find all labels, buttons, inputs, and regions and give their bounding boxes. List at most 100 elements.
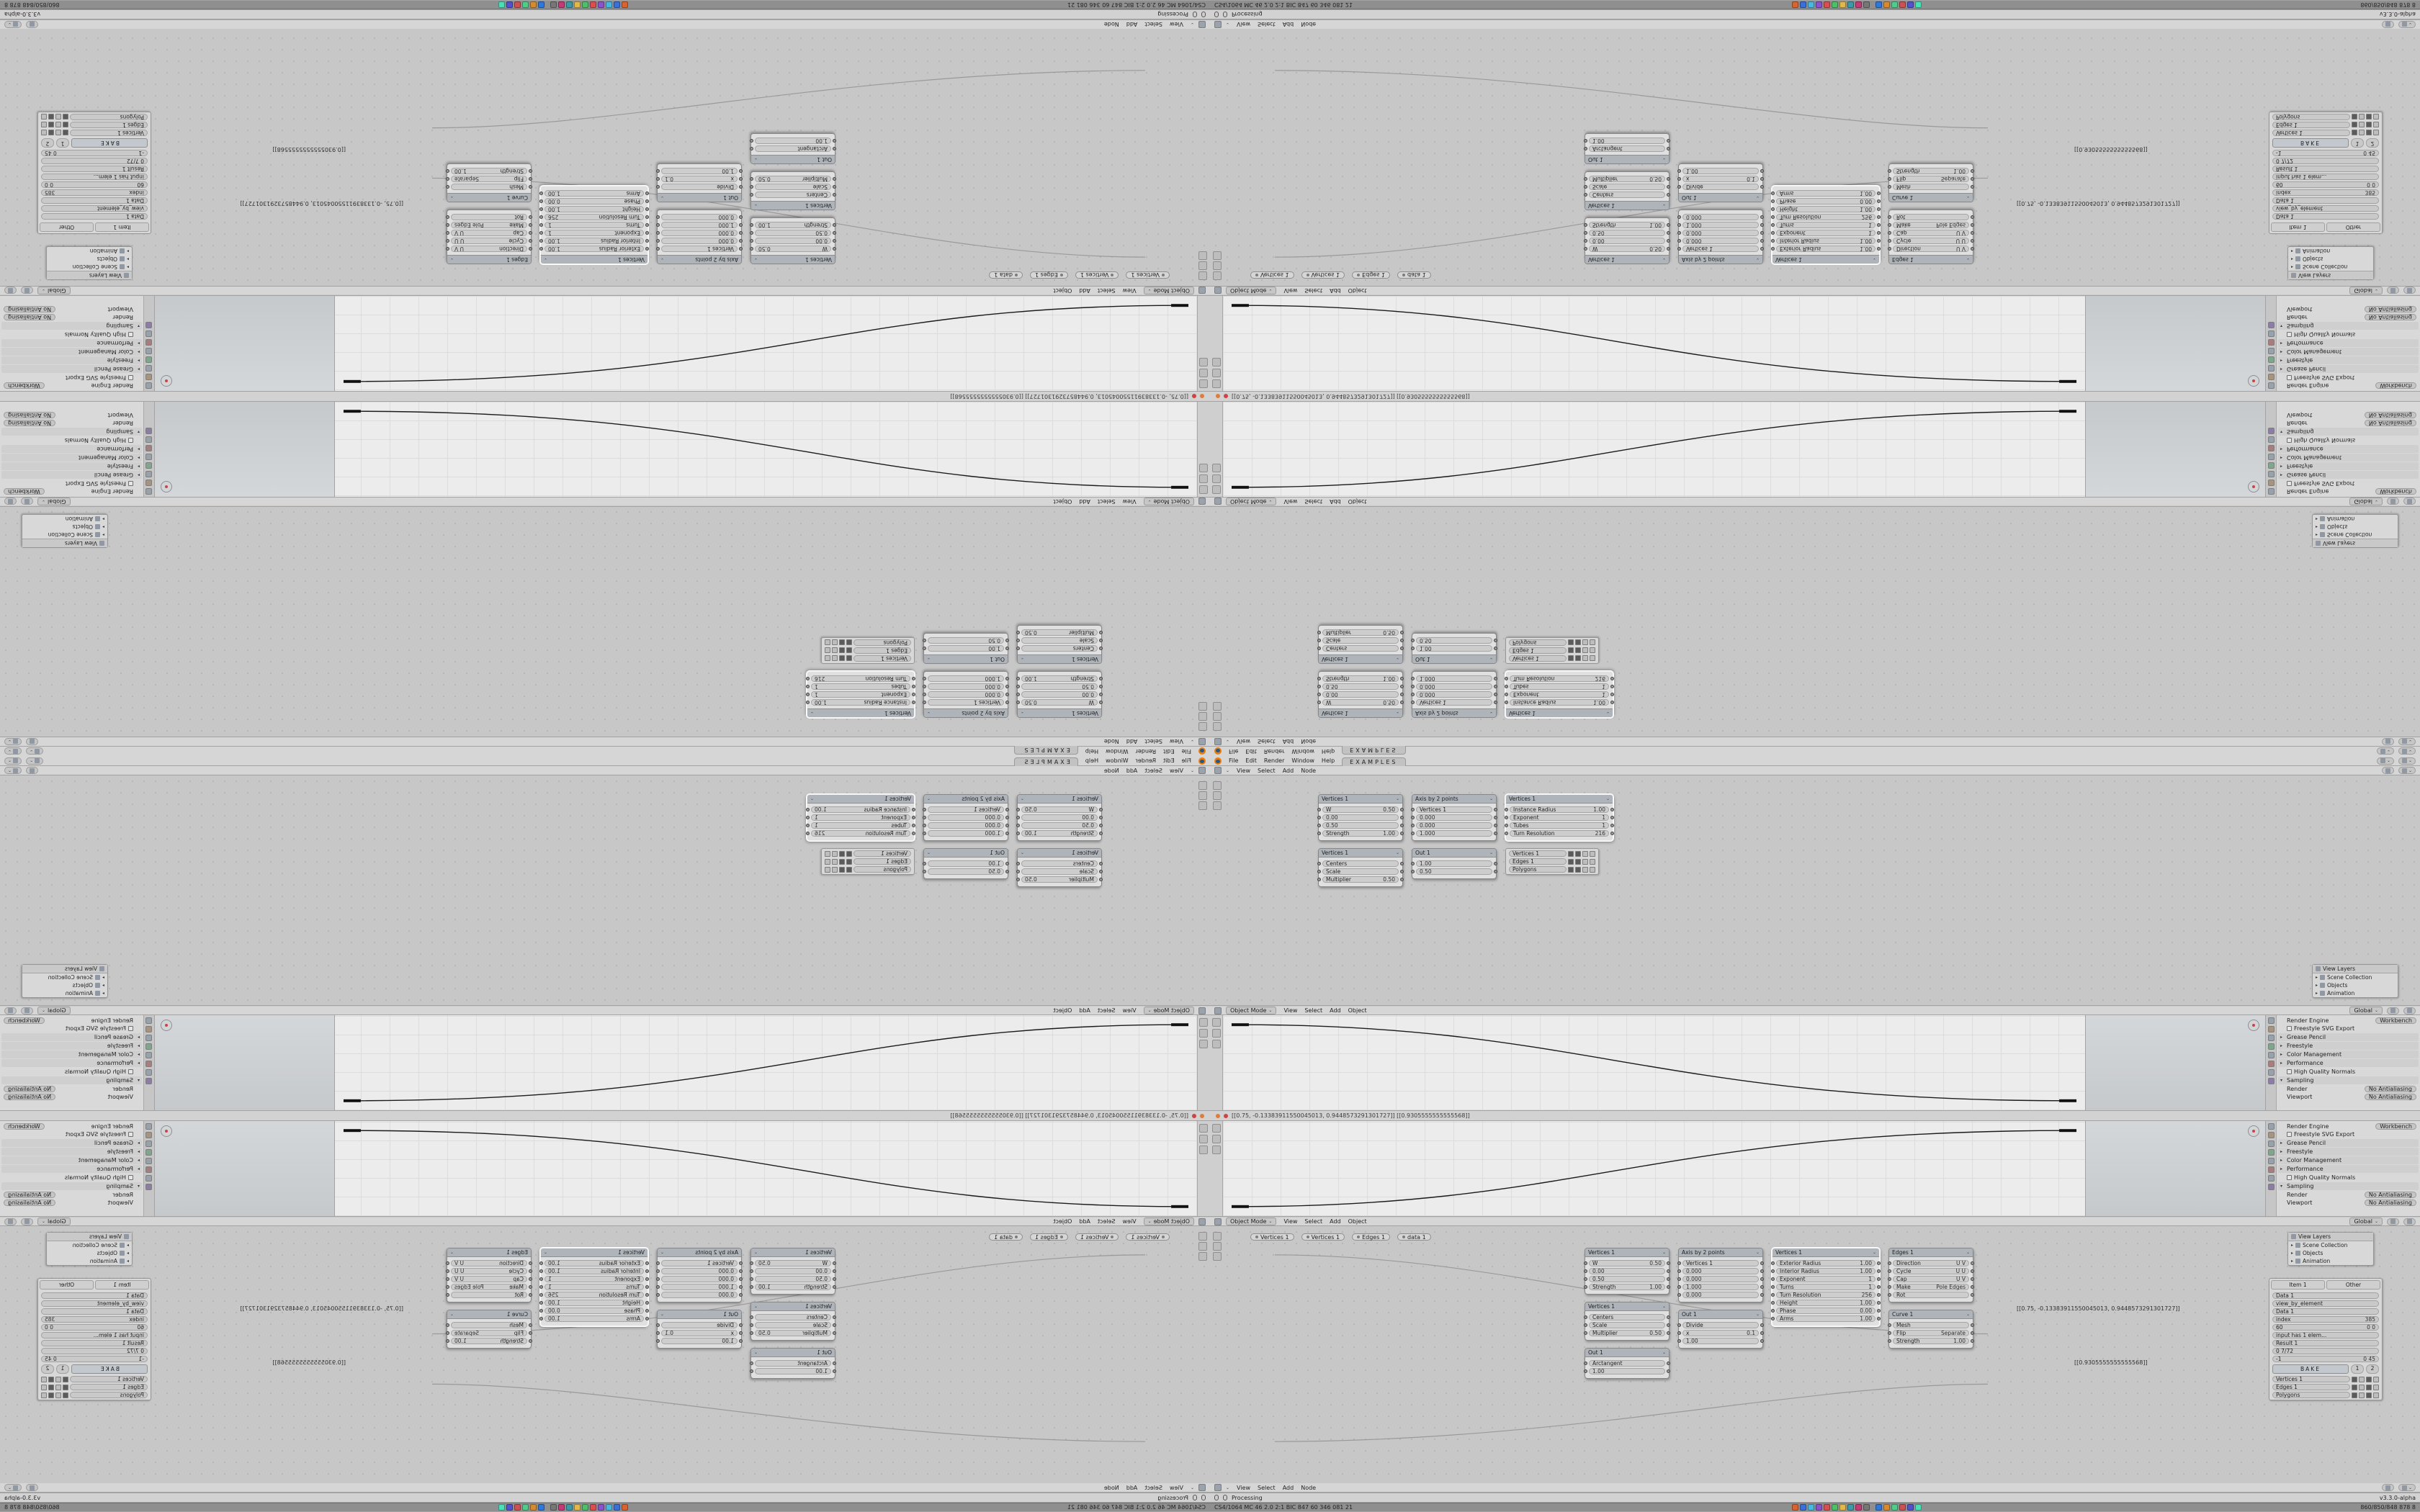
select-tool-icon[interactable] bbox=[1213, 271, 1222, 280]
property-row[interactable]: Grease Pencil bbox=[2278, 471, 2419, 479]
toggle-cell[interactable] bbox=[846, 639, 852, 646]
socket-icon[interactable] bbox=[1494, 832, 1497, 835]
socket-icon[interactable] bbox=[1888, 1261, 1891, 1265]
node-field[interactable]: 0.50 bbox=[1584, 230, 1670, 236]
editor-type-icon[interactable] bbox=[1198, 287, 1206, 294]
node-field[interactable]: 0.000 bbox=[923, 814, 1009, 821]
socket-icon[interactable] bbox=[1411, 701, 1415, 704]
node-field[interactable]: 1.000 bbox=[923, 830, 1009, 837]
socket-icon[interactable] bbox=[1099, 878, 1103, 881]
disclosure-triangle-icon[interactable] bbox=[135, 332, 140, 337]
socket-icon[interactable] bbox=[529, 1293, 532, 1297]
socket-icon[interactable] bbox=[645, 215, 649, 219]
socket-icon[interactable] bbox=[1400, 870, 1404, 873]
disclosure-triangle-icon[interactable]: ▸ bbox=[126, 1251, 129, 1256]
snapping-toggle[interactable] bbox=[26, 738, 39, 745]
node-editor-icon[interactable] bbox=[1198, 21, 1206, 28]
node-field[interactable]: 0.00 bbox=[1584, 1268, 1670, 1274]
viewlayer-selector[interactable]: ⌄ bbox=[4, 747, 22, 755]
sidebar-field[interactable]: Data 1 bbox=[41, 1308, 148, 1315]
node-field[interactable]: 1.00 bbox=[1584, 1368, 1670, 1374]
navigation-gizmo-icon[interactable] bbox=[161, 1020, 172, 1031]
object-properties-tab[interactable] bbox=[2267, 1061, 2275, 1067]
socket-icon[interactable] bbox=[1760, 1261, 1764, 1265]
socket-icon[interactable] bbox=[750, 1269, 753, 1273]
socket-icon[interactable] bbox=[1771, 247, 1775, 251]
modifier-properties-tab[interactable] bbox=[2267, 436, 2275, 443]
taskbar-app-icon[interactable] bbox=[614, 1504, 621, 1511]
orientation-select[interactable]: Global⌄ bbox=[37, 1007, 71, 1014]
property-row[interactable]: Performance bbox=[1, 1165, 142, 1173]
socket-icon[interactable] bbox=[1099, 816, 1103, 819]
node-editor-icon[interactable] bbox=[1214, 21, 1222, 28]
attribute-chip[interactable]: Edges 1 bbox=[1029, 271, 1068, 279]
node-field[interactable]: 0.000 bbox=[656, 1276, 743, 1282]
outliner-item[interactable]: ▸Scene Collection bbox=[2313, 973, 2398, 981]
socket-icon[interactable] bbox=[750, 239, 753, 243]
property-row[interactable]: Performance bbox=[2278, 445, 2419, 453]
property-row[interactable]: Render No Antialiasing bbox=[2278, 1085, 2419, 1093]
sidebar-field[interactable]: input has 1 elem... bbox=[2272, 1332, 2379, 1338]
outliner-item[interactable]: ▸Scene Collection bbox=[2288, 263, 2373, 271]
property-row[interactable]: Freestyle SVG Export bbox=[1, 1130, 142, 1138]
toggle-cell[interactable] bbox=[1568, 850, 1574, 857]
scene-selector[interactable]: ⌄ bbox=[2376, 757, 2394, 765]
node-field[interactable]: Arctangent bbox=[1584, 145, 1670, 152]
socket-icon[interactable] bbox=[1971, 231, 1974, 235]
socket-icon[interactable] bbox=[833, 185, 836, 189]
spreadsheet-row-label[interactable]: Vertices 1 bbox=[1509, 655, 1567, 662]
socket-icon[interactable] bbox=[1005, 685, 1009, 688]
socket-icon[interactable] bbox=[1760, 1339, 1764, 1343]
overlay-toggle[interactable]: ⌄ bbox=[2398, 21, 2416, 28]
blender-icon[interactable] bbox=[1198, 747, 1206, 755]
socket-icon[interactable] bbox=[1971, 169, 1974, 173]
world-properties-tab[interactable] bbox=[2267, 1052, 2275, 1058]
workspace-tab[interactable]: EXAMPLES bbox=[1342, 757, 1406, 766]
taskbar-app-icon[interactable] bbox=[558, 1504, 565, 1511]
socket-icon[interactable] bbox=[1877, 199, 1881, 203]
taskbar-app-icon[interactable] bbox=[622, 1, 629, 8]
socket-icon[interactable] bbox=[1677, 1293, 1681, 1297]
topbar-menu-item[interactable]: Render bbox=[1135, 748, 1157, 755]
navigation-gizmo-icon[interactable] bbox=[161, 1125, 172, 1137]
topbar-menu-item[interactable]: Help bbox=[1085, 748, 1099, 755]
node-field[interactable]: 1.000 bbox=[1677, 1284, 1764, 1290]
disclosure-triangle-icon[interactable] bbox=[2280, 1184, 2285, 1189]
toggle-cell[interactable] bbox=[41, 122, 47, 128]
attribute-chip[interactable]: Edges 1 bbox=[1352, 1233, 1391, 1241]
socket-icon[interactable] bbox=[1971, 1323, 1974, 1327]
socket-icon[interactable] bbox=[750, 1277, 753, 1281]
socket-icon[interactable] bbox=[1677, 1339, 1681, 1343]
taskbar-app-icon[interactable] bbox=[622, 1504, 629, 1511]
taskbar-app-icon[interactable] bbox=[514, 1, 521, 8]
property-row[interactable]: High Quality Normals bbox=[2278, 436, 2419, 444]
socket-icon[interactable] bbox=[1099, 808, 1103, 811]
select-tool-icon[interactable] bbox=[1213, 722, 1222, 731]
topbar-menu-item[interactable]: File bbox=[1229, 748, 1239, 755]
bake-button[interactable]: BAKE bbox=[2272, 1364, 2349, 1374]
socket-icon[interactable] bbox=[1099, 677, 1103, 680]
snapping-toggle[interactable] bbox=[2387, 498, 2399, 505]
node-field[interactable]: Vertices 1 bbox=[1411, 806, 1497, 813]
toggle-cell[interactable] bbox=[2359, 1376, 2365, 1382]
zoom-tool-icon[interactable] bbox=[1199, 358, 1209, 366]
socket-icon[interactable] bbox=[1099, 832, 1103, 835]
disclosure-triangle-icon[interactable] bbox=[2280, 481, 2285, 486]
